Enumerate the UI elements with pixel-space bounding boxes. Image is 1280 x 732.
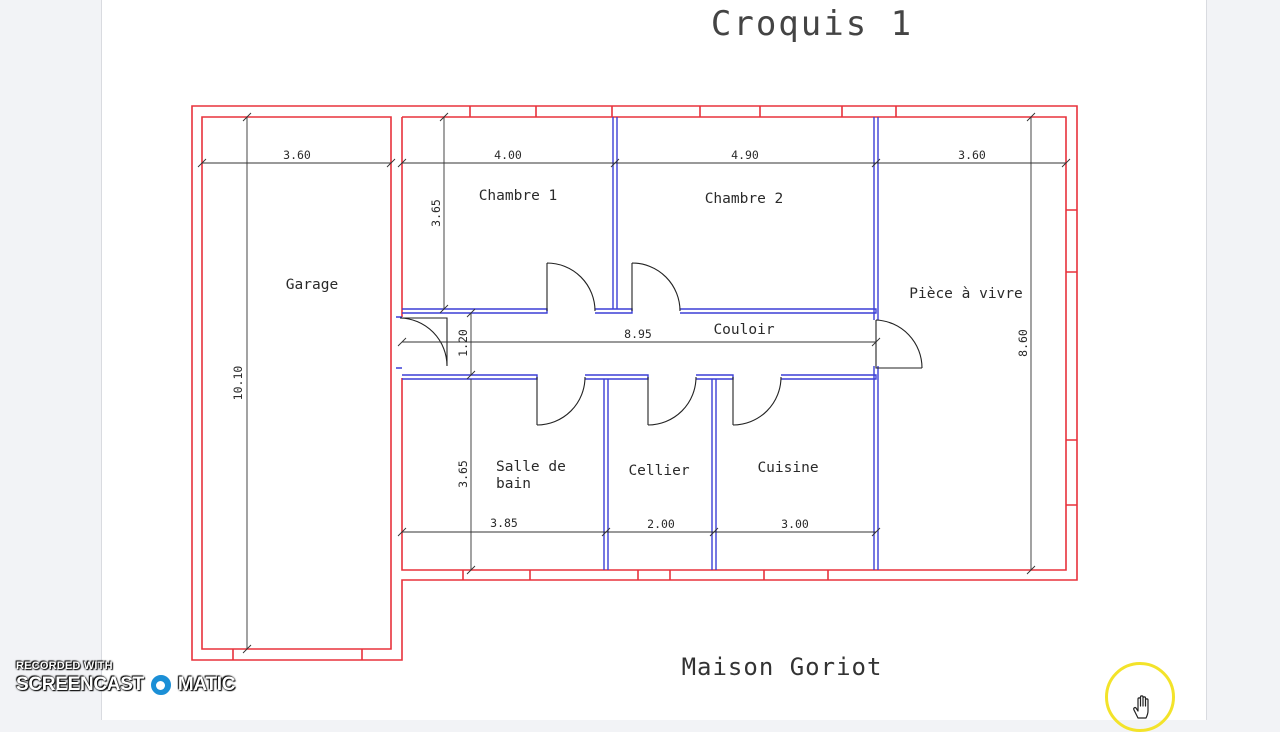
watermark-brand-left: SCREENCAST [16, 674, 144, 695]
watermark-brand-right: MATIC [177, 674, 236, 695]
drawing-title: Croquis 1 [711, 4, 913, 44]
door-chambre2 [631, 262, 681, 312]
dim-chambre1-width: 4.00 [494, 148, 522, 162]
dim-chambre1-depth: 3.65 [429, 199, 443, 227]
dim-piece-a-vivre-length: 8.60 [1016, 329, 1030, 357]
hand-cursor-icon [1133, 695, 1149, 719]
dim-piece-a-vivre-width: 3.60 [958, 148, 986, 162]
dim-chambre2-width: 4.90 [731, 148, 759, 162]
doors [399, 262, 923, 426]
room-label-garage: Garage [286, 277, 338, 293]
screencast-watermark: RECORDED WITH SCREENCAST MATIC [16, 660, 235, 698]
room-label-piece-a-vivre: Pièce à vivre [909, 286, 1023, 302]
screencast-logo-icon [147, 672, 174, 698]
room-label-cuisine: Cuisine [757, 460, 818, 476]
dim-salle-de-bain-width: 3.85 [490, 516, 518, 530]
door-salle-de-bain [536, 376, 586, 426]
dim-garage-width: 3.60 [283, 148, 311, 162]
drawing-subtitle: Maison Goriot [682, 653, 883, 681]
dim-garage-length: 10.10 [231, 366, 245, 401]
door-cellier [647, 376, 697, 426]
room-label-chambre1: Chambre 1 [479, 188, 558, 204]
dim-couloir-length: 8.95 [624, 327, 652, 341]
door-garage [399, 317, 448, 367]
dim-cuisine-width: 3.00 [781, 517, 809, 531]
dim-couloir-width: 1.20 [456, 329, 470, 357]
room-label-salle-de-bain-line1: Salle de [496, 459, 566, 475]
watermark-brand: SCREENCAST MATIC [16, 672, 235, 698]
room-label-cellier: Cellier [628, 463, 689, 479]
door-piece-a-vivre [875, 319, 923, 369]
watermark-recorded-with: RECORDED WITH [16, 660, 113, 672]
room-label-salle-de-bain-line2: bain [496, 476, 531, 492]
exterior-walls [191, 105, 1078, 661]
door-cuisine [732, 376, 782, 426]
dim-cellier-width: 2.00 [647, 517, 675, 531]
dimension-lines [197, 112, 1071, 654]
dim-salle-de-bain-depth: 3.65 [456, 460, 470, 488]
door-chambre1 [546, 262, 596, 312]
room-label-couloir: Couloir [713, 322, 774, 338]
room-label-chambre2: Chambre 2 [705, 191, 784, 207]
drawing-sheet [101, 0, 1207, 720]
